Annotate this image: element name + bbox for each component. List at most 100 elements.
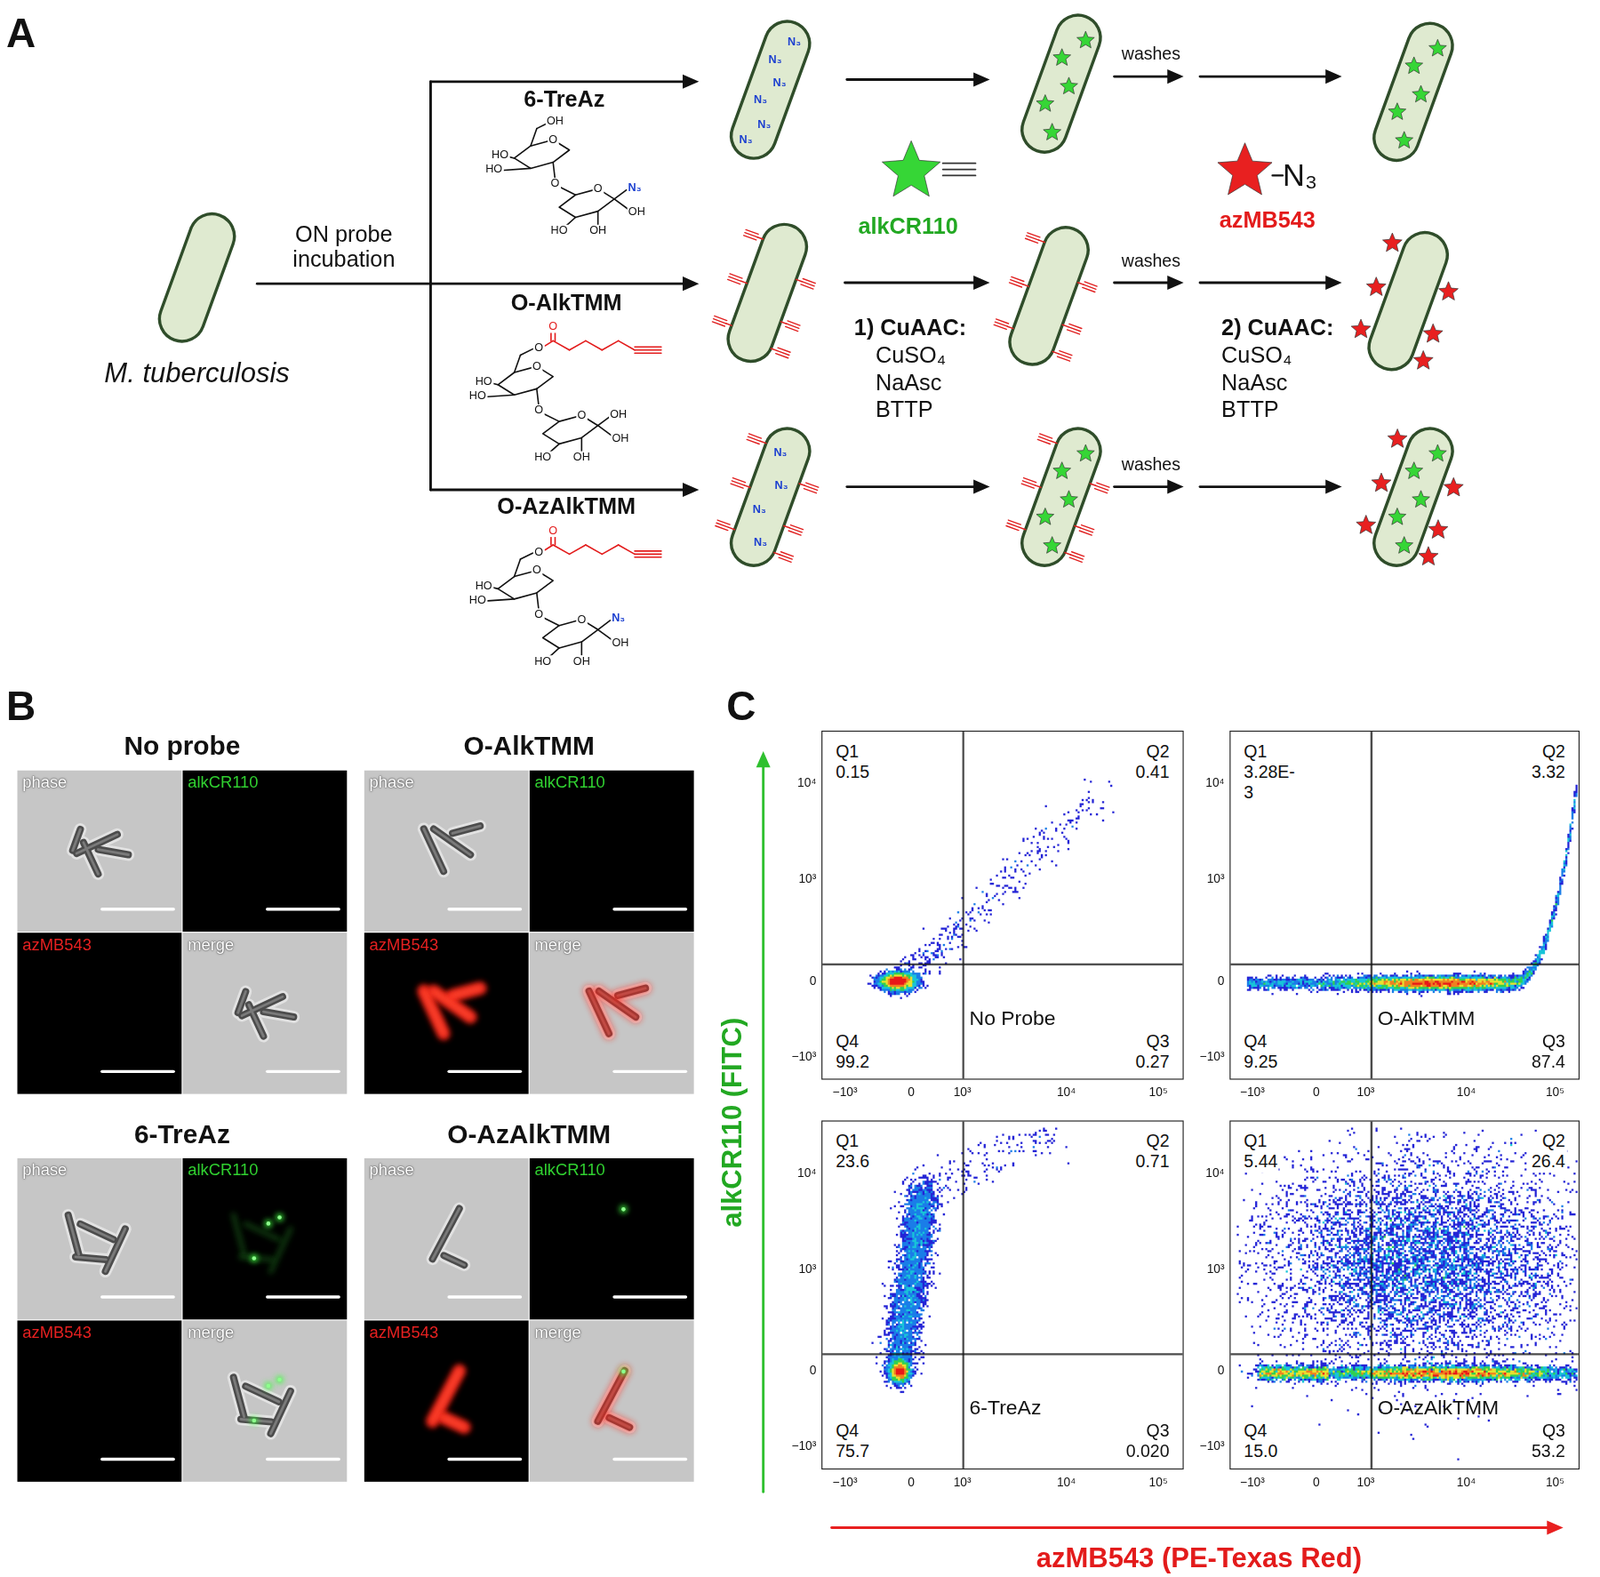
cell-rod — [68, 1215, 80, 1255]
micrograph-tile: merge — [182, 932, 347, 1094]
cell-rod — [245, 1385, 279, 1401]
azide-tag: N₃ — [773, 445, 787, 459]
atom-label: O — [533, 545, 544, 558]
fluor-spot — [252, 1256, 257, 1261]
bond-line — [618, 340, 635, 350]
micrograph — [182, 932, 347, 1094]
quadrant-value: Q3 0.020 — [1125, 1421, 1171, 1463]
alkyne-mark — [790, 525, 803, 530]
dye-star — [1043, 123, 1062, 141]
dye-star — [1388, 103, 1407, 120]
tick-label: 10³ — [953, 1475, 972, 1490]
alkyne-mark — [1062, 324, 1068, 327]
sugar-ring — [514, 139, 570, 168]
alkyne-mark — [760, 440, 766, 443]
micrograph — [17, 1158, 183, 1320]
fluor-spot — [252, 1418, 257, 1424]
arrow-head — [1325, 69, 1342, 84]
bond-line — [581, 437, 584, 451]
atom-label: O — [533, 608, 544, 620]
fluor-spot — [621, 1207, 626, 1212]
bacterium-cell — [724, 422, 816, 572]
scale-bar — [267, 1295, 339, 1298]
cell-rod — [97, 849, 128, 856]
cell-rod — [263, 1011, 294, 1017]
dye-star — [1395, 131, 1414, 149]
step-label: washes — [1121, 455, 1181, 475]
quadrant-value: Q4 15.0 — [1242, 1421, 1279, 1463]
cell-rod — [75, 1256, 106, 1260]
flow-plot: Q1 0.15Q2 0.41Q4 99.2Q3 0.27No Probe — [821, 730, 1184, 1080]
atom-label: O — [547, 134, 559, 146]
dye-star — [1036, 507, 1055, 525]
tick-label: 0 — [1217, 1364, 1225, 1379]
cell-rod — [233, 1215, 245, 1255]
alkyne-mark — [1027, 232, 1040, 238]
channel-label: alkCR110 — [187, 1160, 258, 1180]
dye-star — [1371, 472, 1392, 492]
cell-rod — [452, 825, 480, 833]
arrow-line — [1200, 281, 1331, 285]
cell-rod — [608, 1417, 630, 1428]
dye-star — [1429, 39, 1448, 56]
dye-star — [1053, 48, 1072, 66]
alkyne-mark — [1024, 478, 1037, 483]
alkyne-mark — [1040, 433, 1053, 439]
dye-star — [1382, 232, 1402, 252]
scale-bar — [102, 1457, 174, 1461]
bond-line — [618, 544, 635, 554]
tick-label: −10³ — [791, 1440, 816, 1455]
dye-star — [1077, 444, 1096, 462]
plot-name: O-AlkTMM — [1377, 1006, 1476, 1030]
atom-label: OH — [608, 408, 628, 420]
sugar-ring — [543, 619, 599, 648]
cell-rod — [432, 1208, 460, 1260]
dye-star — [1412, 490, 1431, 508]
arrow-head — [973, 480, 990, 495]
fluor-spot — [266, 1221, 272, 1226]
atom-label: OH — [572, 451, 592, 464]
atom-label: O — [533, 404, 544, 416]
tick-label: 10⁵ — [1545, 1086, 1565, 1101]
alkyne-mark — [728, 527, 735, 529]
micrograph-group: O-AlkTMMphasealkCR110azMB543merge — [364, 770, 695, 1096]
alkyne-mark — [1008, 520, 1021, 525]
micrograph — [529, 1320, 695, 1481]
dye-star — [1060, 77, 1079, 95]
arrow-line — [847, 78, 979, 81]
alkyne-bond — [943, 162, 976, 165]
cell-rod — [97, 849, 128, 856]
atom-label: OH — [572, 655, 592, 667]
bacterium-cell — [1003, 221, 1095, 371]
tick-label: 0 — [809, 974, 817, 989]
quadrant-value: Q2 3.32 — [1530, 742, 1567, 784]
atom-label: OH — [610, 432, 630, 445]
atom-label: O — [576, 409, 587, 422]
tick-label: 0 — [1312, 1086, 1320, 1101]
micrograph-tile: merge — [529, 1320, 695, 1481]
flow-plot: Q1 3.28E-3Q2 3.32Q4 9.25Q3 87.4O-AlkTMM — [1229, 730, 1580, 1080]
dye-star — [1053, 462, 1072, 480]
dye-star — [1351, 319, 1371, 338]
arrow-head — [682, 482, 699, 497]
alkyne-mark — [1064, 552, 1071, 555]
tick-label: 10⁴ — [1205, 776, 1224, 792]
dye-star — [1366, 277, 1386, 296]
fluor-spot — [250, 1254, 258, 1262]
tick-label: −10³ — [1200, 1049, 1225, 1064]
tick-label: 10³ — [798, 872, 816, 888]
cell-rod — [248, 1004, 264, 1036]
cell-rod — [75, 1256, 106, 1260]
cell-rod — [233, 1376, 245, 1416]
channel-label: phase — [22, 773, 67, 792]
channel-label: merge — [535, 936, 582, 955]
tick-label: 10³ — [1207, 872, 1225, 888]
scale-bar — [614, 907, 686, 911]
alkyne-mark — [749, 433, 762, 439]
arrow-line — [1114, 281, 1173, 285]
arrow-line — [430, 80, 688, 83]
scale-bar — [267, 907, 339, 911]
cell-rod — [80, 1224, 113, 1240]
dye-star — [1388, 507, 1407, 525]
